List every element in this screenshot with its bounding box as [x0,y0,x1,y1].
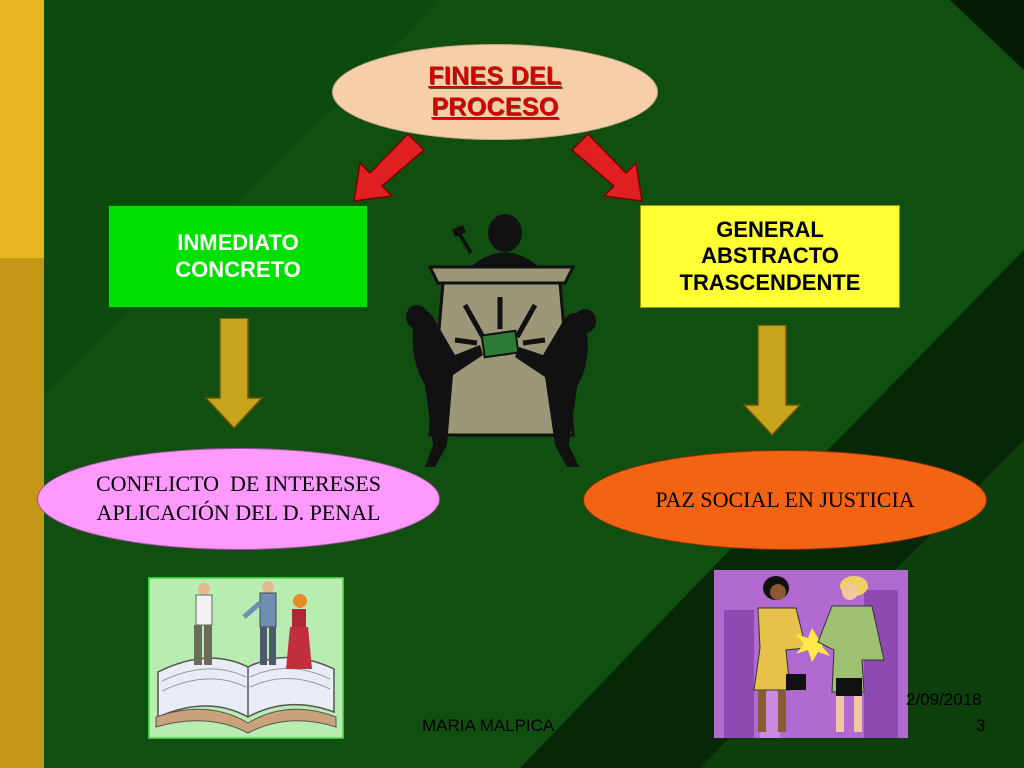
people-on-book-clipart [148,577,344,739]
judge-trial-clipart [406,214,596,467]
general-goal-line-1: GENERAL [716,216,824,242]
social-peace-ellipse: PAZ SOCIAL EN JUSTICIA [583,450,987,550]
social-peace-text: PAZ SOCIAL EN JUSTICIA [655,486,915,512]
title-text: FINES DEL PROCESO [428,61,561,124]
gold-arrow-right [742,325,802,437]
immediate-goal-line-2: CONCRETO [175,256,301,282]
red-arrow-left [353,132,426,202]
conflict-line-1: CONFLICTO DE INTERESES [96,471,381,497]
title-line-2: PROCESO [431,93,559,121]
gold-arrow-left [204,318,264,430]
handshake-businesswomen-clipart [714,570,908,738]
immediate-goal-box: INMEDIATO CONCRETO [108,205,368,308]
footer-author: MARIA MALPICA [422,716,555,735]
title-line-1: FINES DEL [428,61,562,90]
conflict-line-2: APLICACIÓN DEL D. PENAL [96,500,381,525]
general-goal-box: GENERAL ABSTRACTO TRASCENDENTE [640,205,900,308]
footer-page-number: 3 [976,716,986,735]
red-arrow-right [570,132,643,202]
immediate-goal-line-1: INMEDIATO [177,230,299,256]
title-ellipse: FINES DEL PROCESO [332,44,658,140]
conflict-ellipse: CONFLICTO DE INTERESES APLICACIÓN DEL D.… [37,448,440,550]
general-goal-line-3: TRASCENDENTE [679,269,861,295]
general-goal-line-2: ABSTRACTO [701,243,839,269]
footer-date: 2/09/2018 [906,690,982,709]
